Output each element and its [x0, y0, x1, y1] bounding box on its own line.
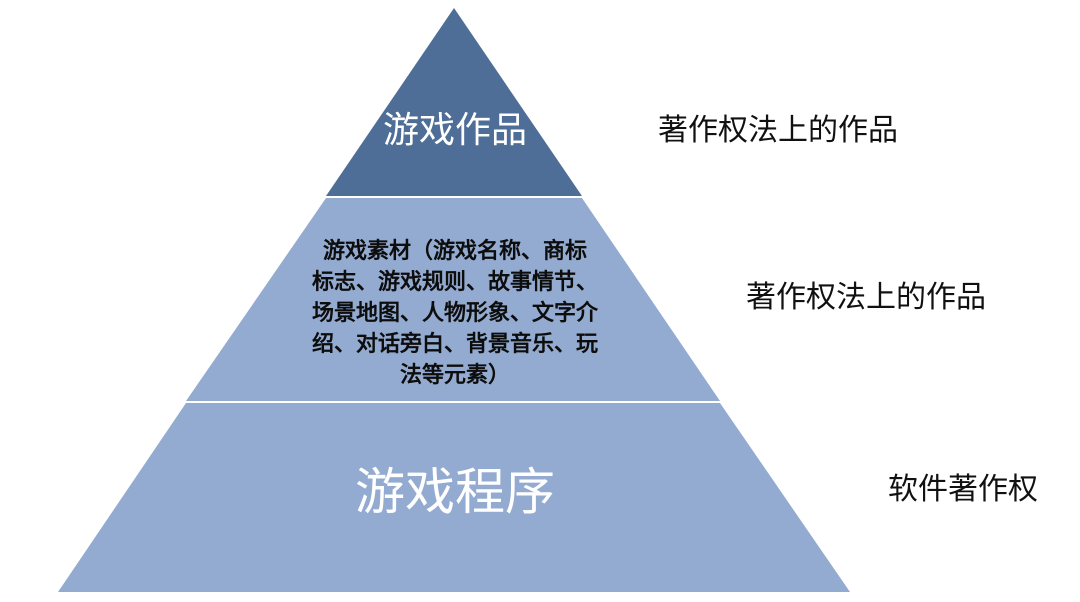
pyramid-tier-bottom	[58, 403, 850, 592]
top-tier-label: 游戏作品	[382, 110, 527, 151]
bottom-tier-label: 游戏程序	[355, 463, 555, 521]
middle-tier-label-line: 绍、对话旁白、背景音乐、玩	[311, 332, 598, 357]
pyramid-tier-top	[326, 8, 582, 196]
middle-tier-label-line: 场景地图、人物形象、文字介	[311, 301, 598, 326]
middle-tier-side-label: 著作权法上的作品	[746, 280, 986, 315]
middle-tier-label-line: 法等元素）	[399, 363, 510, 388]
pyramid-tier-middle	[186, 198, 720, 401]
middle-tier-label-line: 游戏素材（游戏名称、商标	[322, 239, 587, 264]
bottom-tier-side-label: 软件著作权	[888, 472, 1038, 507]
top-tier-side-label: 著作权法上的作品	[658, 113, 898, 148]
middle-tier-label-line: 标志、游戏规则、故事情节、	[311, 270, 598, 295]
middle-tier-label: 游戏素材（游戏名称、商标 标志、游戏规则、故事情节、 场景地图、人物形象、文字介…	[270, 236, 640, 391]
